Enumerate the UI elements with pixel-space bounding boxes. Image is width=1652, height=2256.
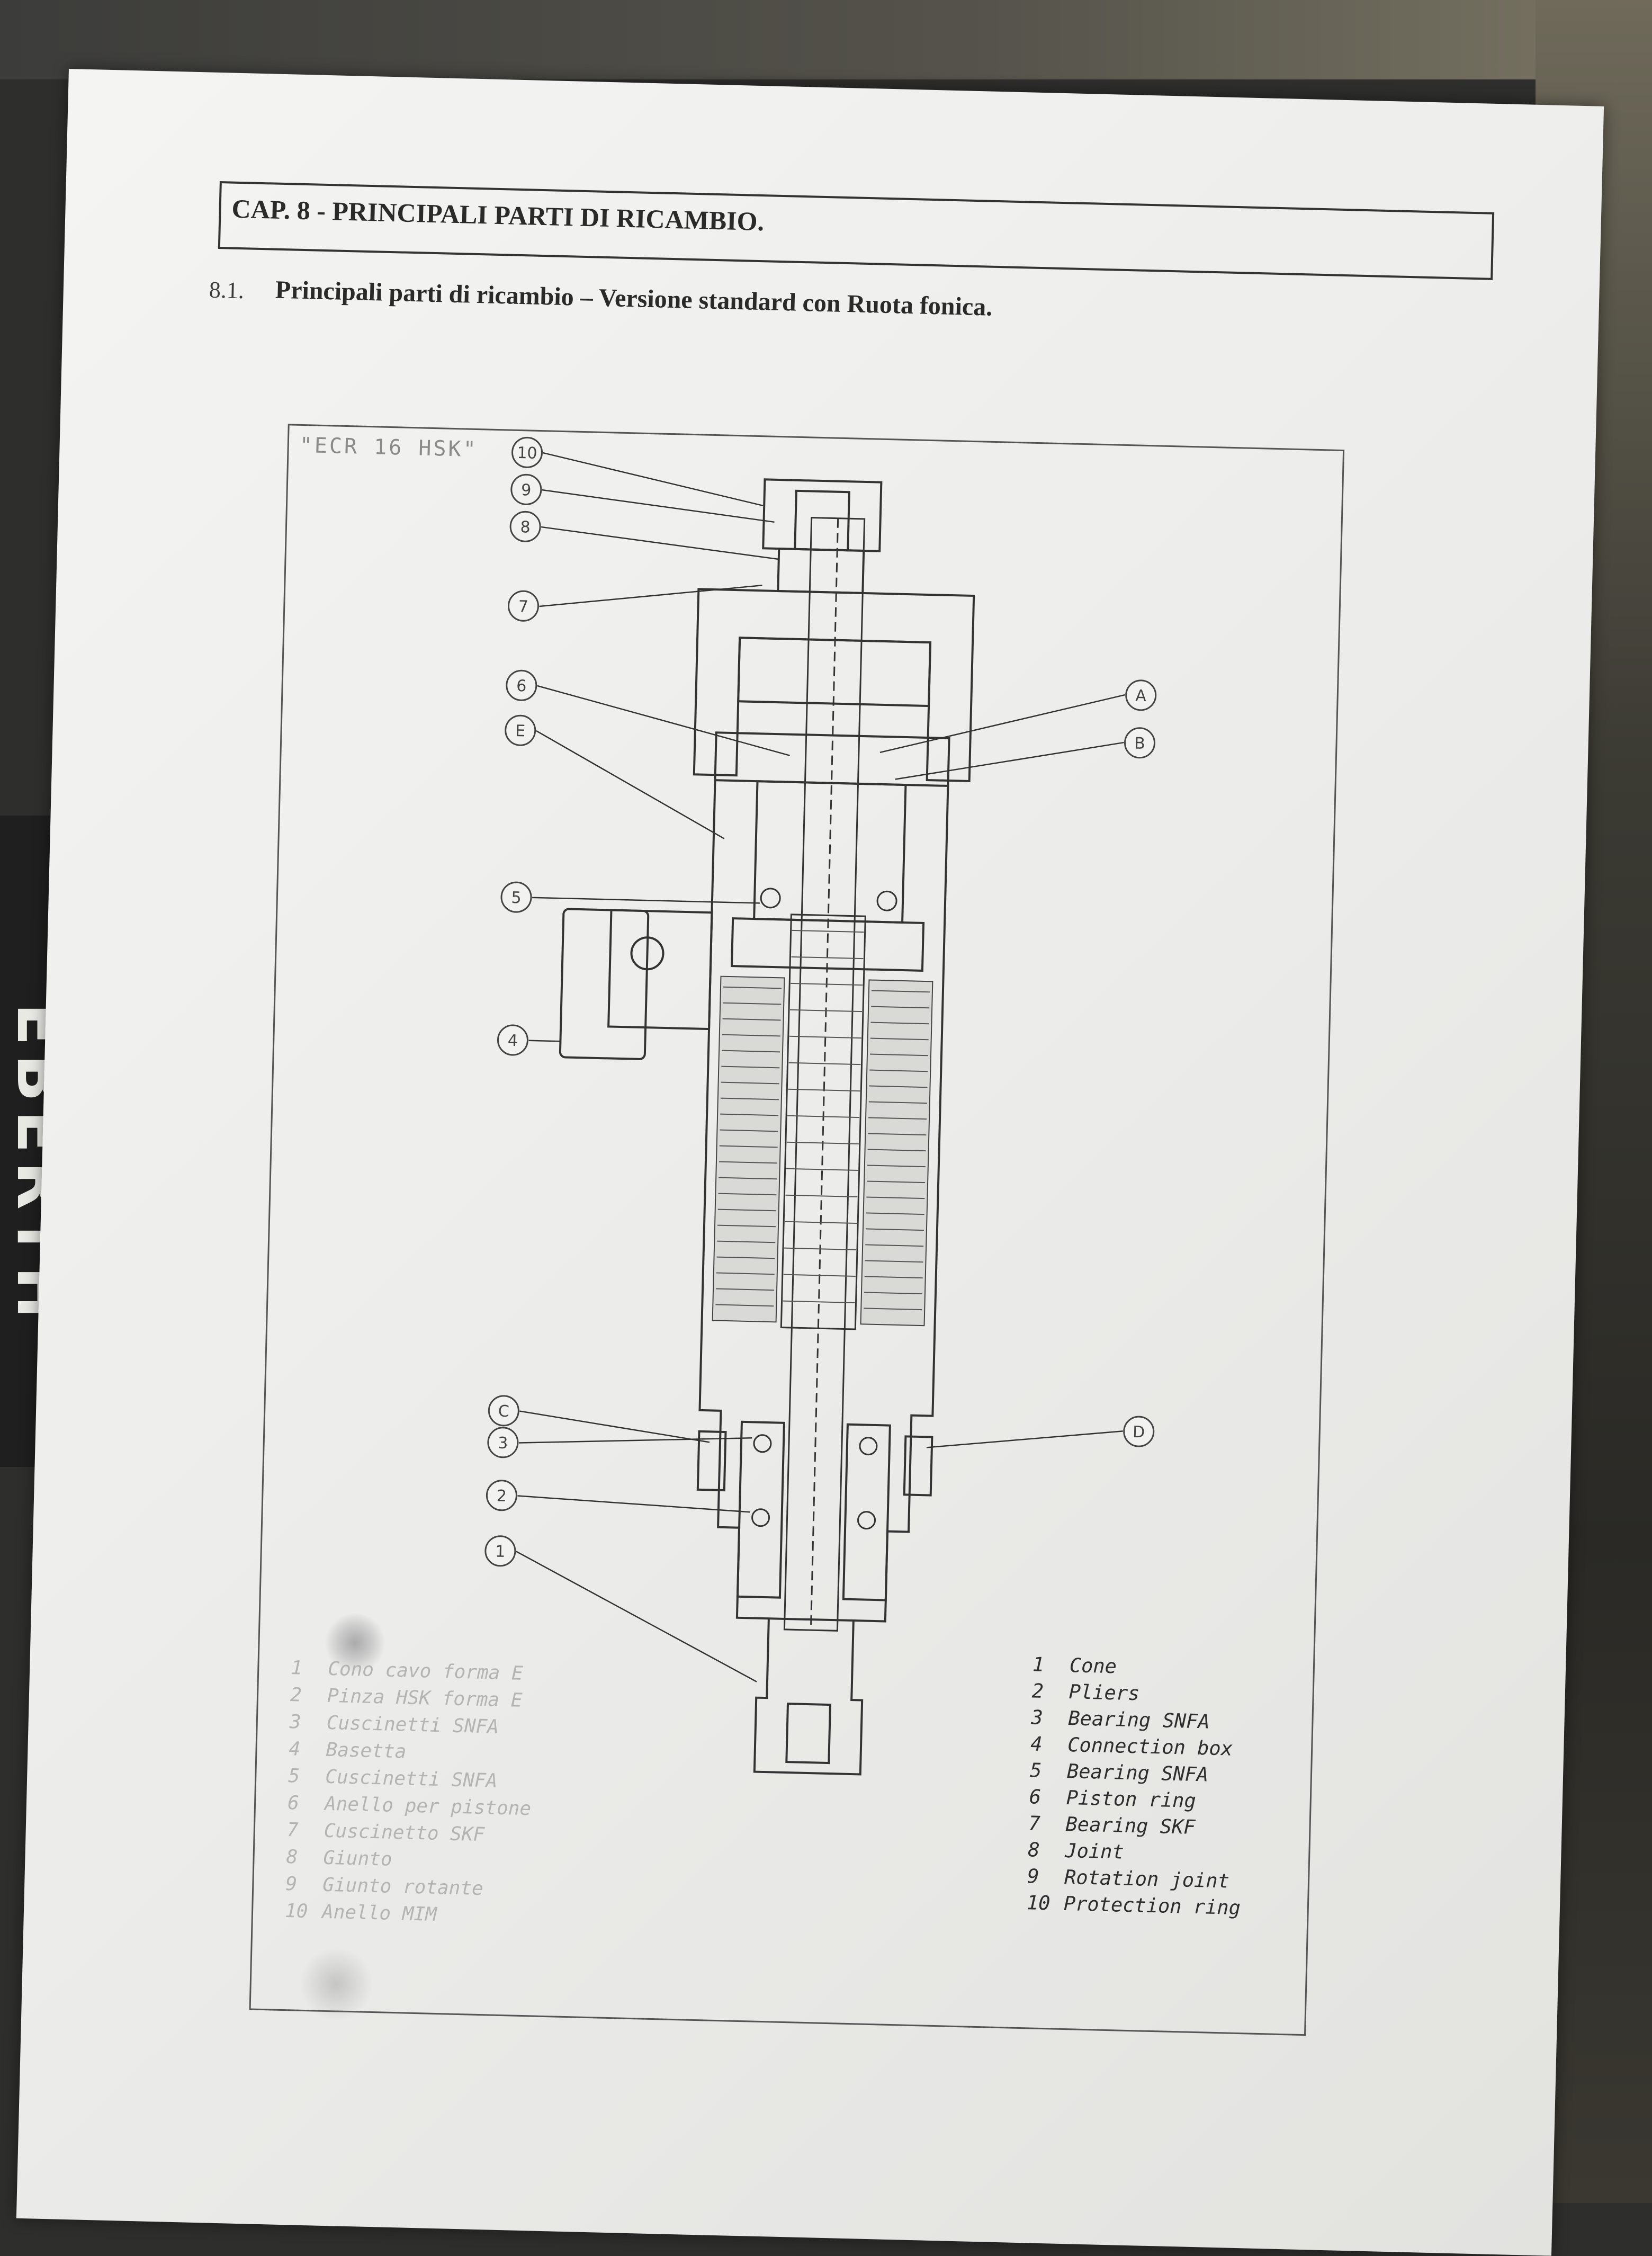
callout-D: D bbox=[1133, 1423, 1145, 1442]
background-top bbox=[0, 0, 1652, 79]
callout-5-circle bbox=[500, 881, 532, 913]
callout-10: 10 bbox=[517, 444, 537, 463]
callout-2-circle bbox=[486, 1480, 517, 1511]
callout-4: 4 bbox=[507, 1032, 518, 1050]
callout-A: A bbox=[1135, 687, 1147, 706]
callout-B-circle bbox=[1124, 727, 1156, 759]
callout-3: 3 bbox=[498, 1434, 508, 1453]
spindle-diagram: 10 9 8 7 6 E 5 4 C 3 2 1 A B D bbox=[484, 436, 1157, 1776]
callout-D-circle bbox=[1123, 1416, 1155, 1447]
chapter-header-box: CAP. 8 - PRINCIPALI PARTI DI RICAMBIO. bbox=[218, 181, 1495, 280]
callout-1-circle bbox=[484, 1535, 516, 1567]
callout-6: 6 bbox=[516, 677, 527, 695]
callout-6-circle bbox=[506, 669, 537, 701]
callout-8-circle bbox=[509, 511, 541, 542]
callout-8: 8 bbox=[520, 518, 531, 536]
callout-5: 5 bbox=[511, 889, 522, 907]
chapter-title: CAP. 8 - PRINCIPALI PARTI DI RICAMBIO. bbox=[231, 193, 765, 237]
connection-box bbox=[559, 908, 650, 1060]
callout-9: 9 bbox=[521, 481, 532, 499]
section-title: Principali parti di ricambio – Versione … bbox=[275, 275, 993, 321]
callout-C-circle bbox=[488, 1395, 519, 1427]
callout-3-circle bbox=[487, 1427, 519, 1458]
callout-7-circle bbox=[507, 590, 539, 622]
callout-A-circle bbox=[1125, 679, 1157, 711]
callout-E-circle bbox=[505, 714, 536, 746]
callout-1: 1 bbox=[495, 1543, 506, 1561]
callout-4-circle bbox=[497, 1024, 528, 1056]
section-number: 8.1. bbox=[209, 276, 245, 304]
callout-9-circle bbox=[510, 473, 542, 505]
callout-E: E bbox=[515, 722, 526, 740]
document-sheet: CAP. 8 - PRINCIPALI PARTI DI RICAMBIO. 8… bbox=[16, 69, 1604, 2256]
callout-10-circle bbox=[511, 436, 543, 468]
callout-B: B bbox=[1134, 735, 1145, 753]
tool-cone bbox=[753, 1618, 864, 1776]
technical-drawing-frame: "ECR 16 HSK" bbox=[249, 424, 1345, 2036]
callout-7: 7 bbox=[518, 597, 528, 616]
callout-C: C bbox=[498, 1402, 509, 1421]
callout-2: 2 bbox=[496, 1487, 507, 1506]
